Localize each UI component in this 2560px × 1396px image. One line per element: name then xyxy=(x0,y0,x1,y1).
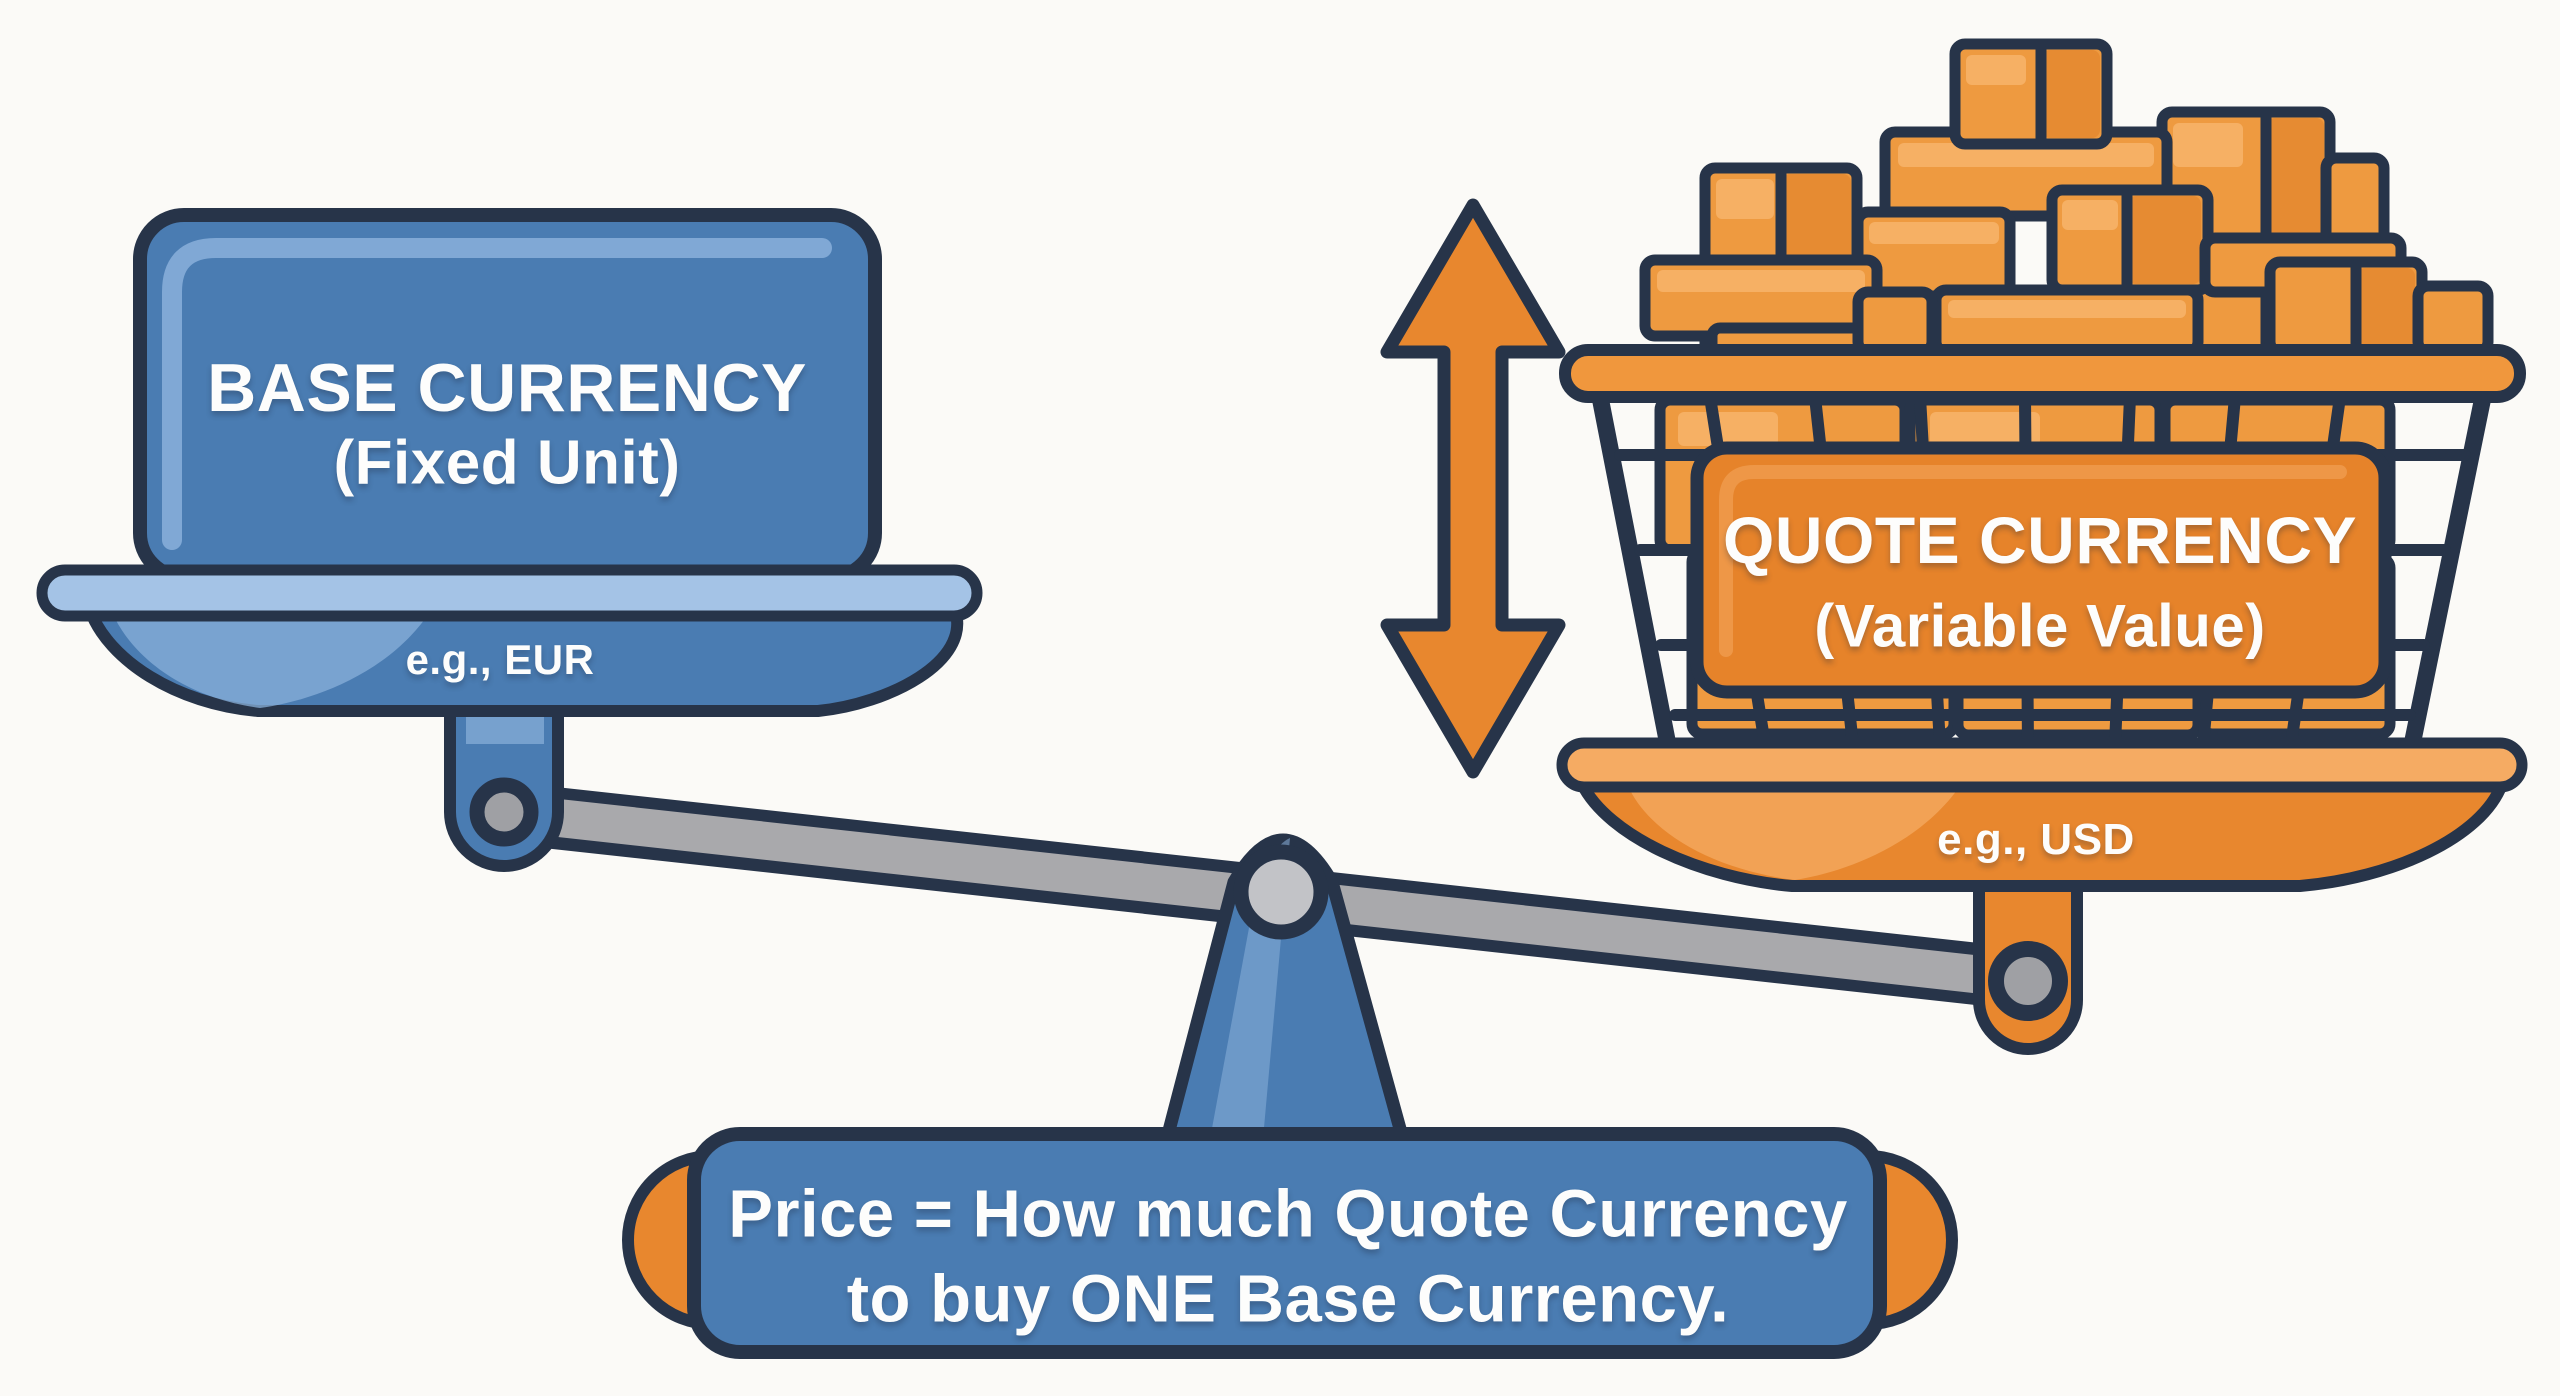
quote-currency-title: QUOTE CURRENCY xyxy=(1722,503,2358,577)
right-pan-bowl xyxy=(1572,778,2511,892)
base-currency-card xyxy=(133,208,882,584)
base-currency-title: BASE CURRENCY xyxy=(207,350,807,426)
quote-currency-subtitle: (Variable Value) xyxy=(1814,592,2266,660)
right-pan-rim xyxy=(1556,737,2528,793)
basket-top-rim xyxy=(1559,344,2526,403)
right-pivot xyxy=(1988,941,2068,1021)
caption-banner xyxy=(622,1127,1958,1359)
left-pivot xyxy=(469,777,539,847)
quote-currency-side xyxy=(1556,38,2528,1055)
banner-plate xyxy=(687,1127,1887,1359)
currency-block-pile xyxy=(1639,38,2494,360)
price-caption-line2: to buy ONE Base Currency. xyxy=(846,1261,1730,1337)
left-pan-rim xyxy=(36,564,983,622)
quote-currency-card xyxy=(1690,441,2392,699)
base-currency-subtitle: (Fixed Unit) xyxy=(333,428,681,498)
double-vertical-arrow-icon xyxy=(1380,198,1566,779)
left-pan-bowl xyxy=(81,604,964,717)
base-currency-example: e.g., EUR xyxy=(405,636,595,683)
fulcrum xyxy=(1153,833,1417,1172)
price-caption-line1: Price = How much Quote Currency xyxy=(728,1176,1848,1252)
fulcrum-hole xyxy=(1233,844,1329,940)
base-currency-side xyxy=(36,208,983,872)
quote-currency-example: e.g., USD xyxy=(1937,815,2135,864)
